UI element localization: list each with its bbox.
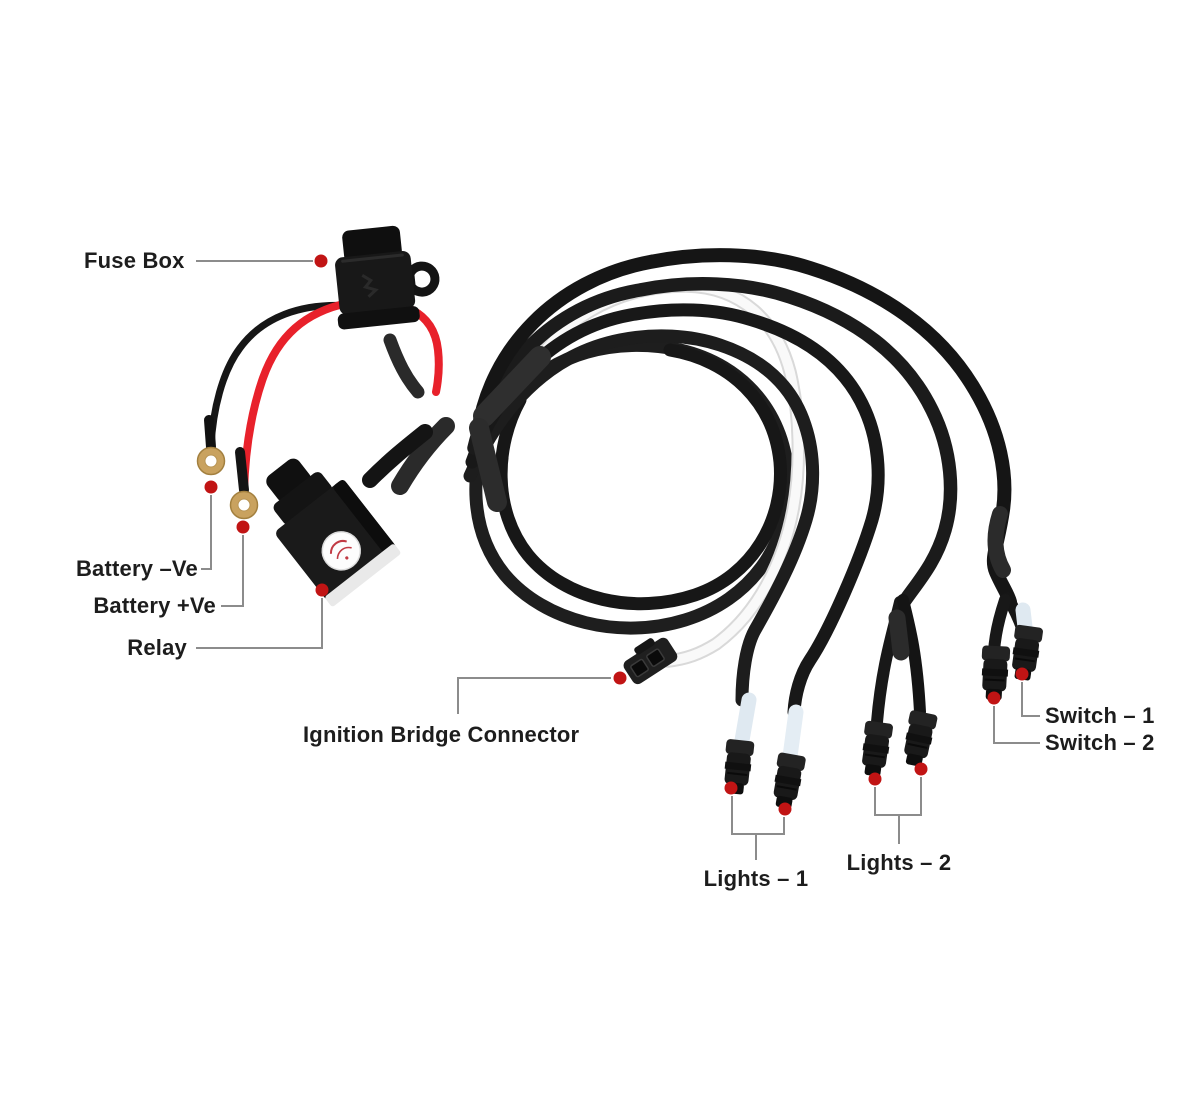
callout-line-relay xyxy=(196,598,323,649)
relay-assembly xyxy=(266,424,433,607)
heat-shrink-wraps xyxy=(383,333,1011,661)
callout-dot-lights-1-a xyxy=(724,781,738,795)
label-switch-2: Switch – 2 xyxy=(1045,730,1155,755)
ignition-bridge-connector-illustration xyxy=(623,637,678,685)
callout-dot-switch-1 xyxy=(1015,667,1029,681)
battery-wires xyxy=(196,299,443,520)
callout-dot-ignition-bridge-connector xyxy=(613,671,627,685)
callout-dot-lights-2-a xyxy=(868,772,882,786)
callout-dots xyxy=(204,254,1029,816)
callout-dot-lights-2-b xyxy=(914,762,928,776)
callout-dot-lights-1-b xyxy=(778,802,792,816)
callout-bracket-lights-2 xyxy=(874,777,922,816)
callout-dot-battery-positive xyxy=(236,520,250,534)
label-ignition-bridge-connector: Ignition Bridge Connector xyxy=(303,722,580,747)
battery-positive-wire xyxy=(240,299,352,496)
relay-sticker xyxy=(321,531,362,571)
callout-lines xyxy=(196,260,1040,860)
callout-dot-relay xyxy=(315,583,329,597)
battery-negative-wire xyxy=(207,301,356,450)
callout-line-switch-1 xyxy=(1021,682,1040,717)
battery-negative-ring-terminal xyxy=(196,446,226,476)
label-battery-positive: Battery +Ve xyxy=(93,593,216,618)
relay-illustration xyxy=(266,458,401,607)
callout-line-battery-negative xyxy=(201,495,212,570)
callout-line-battery-positive xyxy=(221,535,244,607)
fuse-box-logo-emboss xyxy=(361,274,379,298)
callout-line-ignition-bridge-connector xyxy=(457,677,611,714)
callout-dot-fuse-box xyxy=(314,254,328,268)
harness-cable-coil xyxy=(383,248,1032,728)
label-battery-negative: Battery –Ve xyxy=(75,556,198,581)
callout-dot-switch-2 xyxy=(987,691,1001,705)
battery-positive-ring-terminal xyxy=(229,490,259,520)
label-lights-2: Lights – 2 xyxy=(846,850,952,875)
callout-line-switch-2 xyxy=(993,706,1040,744)
label-fuse-box: Fuse Box xyxy=(84,248,185,273)
label-relay: Relay xyxy=(127,635,187,660)
callout-bracket-lights-1 xyxy=(731,796,785,835)
callout-dot-battery-negative xyxy=(204,480,218,494)
label-switch-1: Switch – 1 xyxy=(1045,703,1155,728)
fuse-box-illustration xyxy=(335,225,440,330)
label-lights-1: Lights – 1 xyxy=(703,866,809,891)
